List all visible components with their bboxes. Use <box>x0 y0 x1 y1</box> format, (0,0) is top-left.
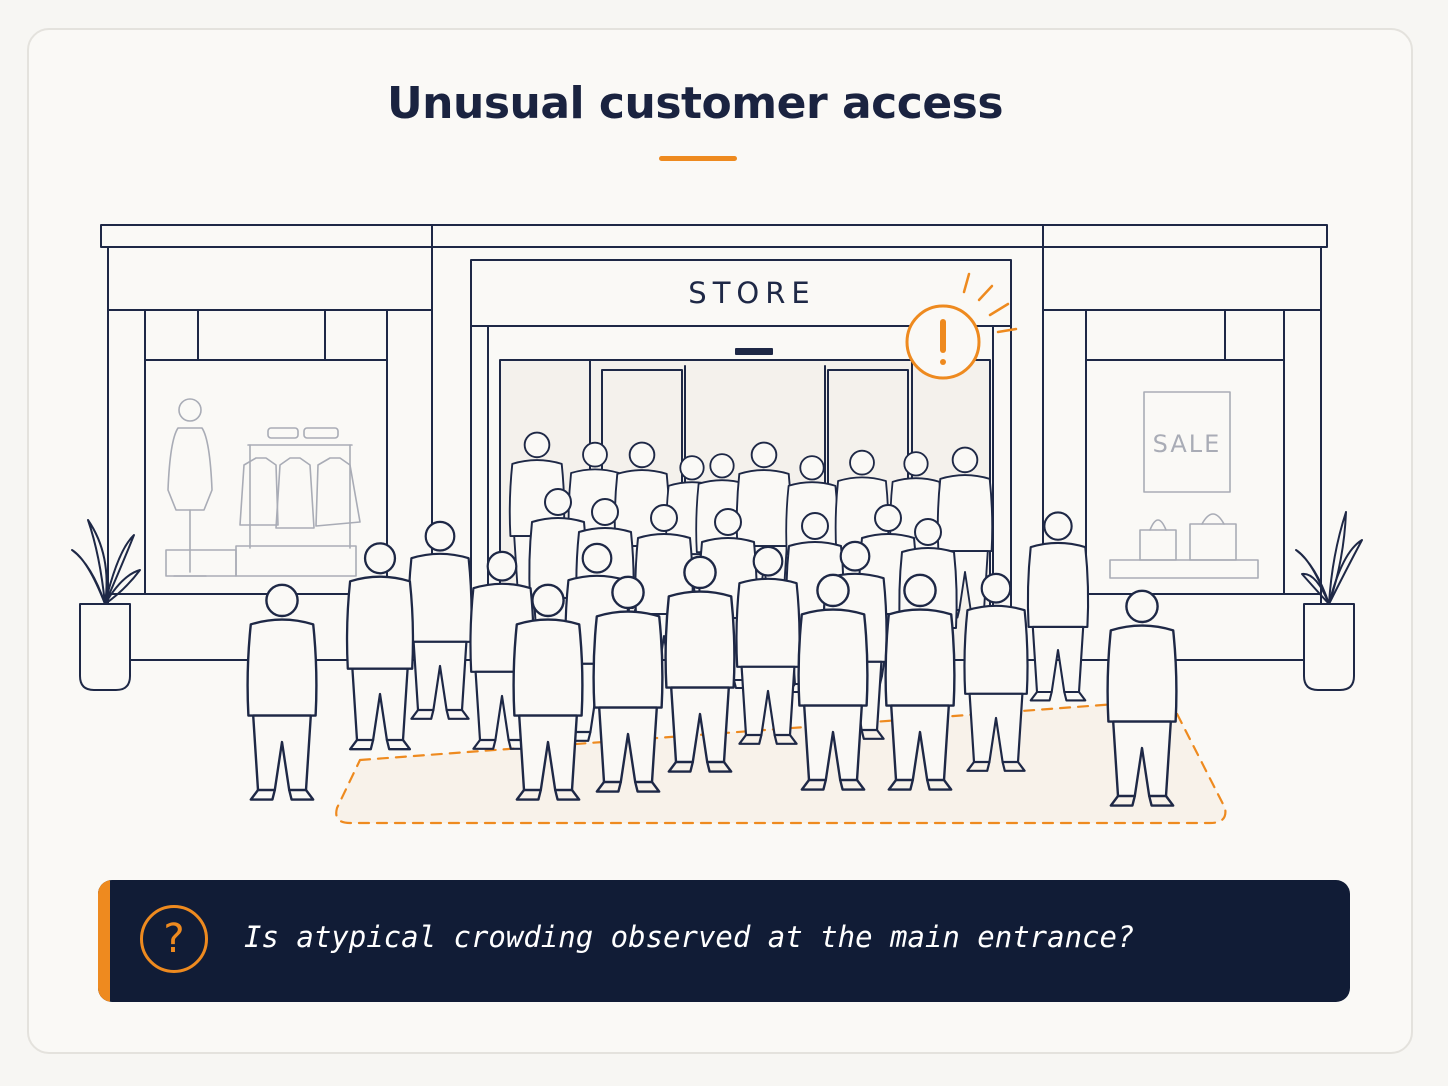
question-text: Is atypical crowding observed at the mai… <box>244 920 1135 954</box>
alert-exclamation-icon <box>905 272 1018 380</box>
question-mark-icon: ? <box>140 905 208 973</box>
potted-plant-icon <box>71 519 141 691</box>
page-title: Unusual customer access <box>386 78 1004 129</box>
window-sale-sign: SALE <box>1153 430 1222 458</box>
window-sale-display <box>1109 391 1259 579</box>
question-banner: ? Is atypical crowding observed at the m… <box>98 880 1350 1002</box>
clothing-rack-icon <box>165 427 361 577</box>
shopping-bag-icon <box>1139 513 1237 561</box>
title-underline <box>659 156 737 161</box>
store-sign: STORE <box>688 276 815 310</box>
customer-figure <box>345 542 415 751</box>
potted-plant-icon <box>1295 511 1363 691</box>
customer-figure <box>246 583 318 801</box>
customer-figure <box>1026 511 1090 702</box>
customer-figure <box>407 520 473 720</box>
question-accent-bar <box>98 880 110 1002</box>
